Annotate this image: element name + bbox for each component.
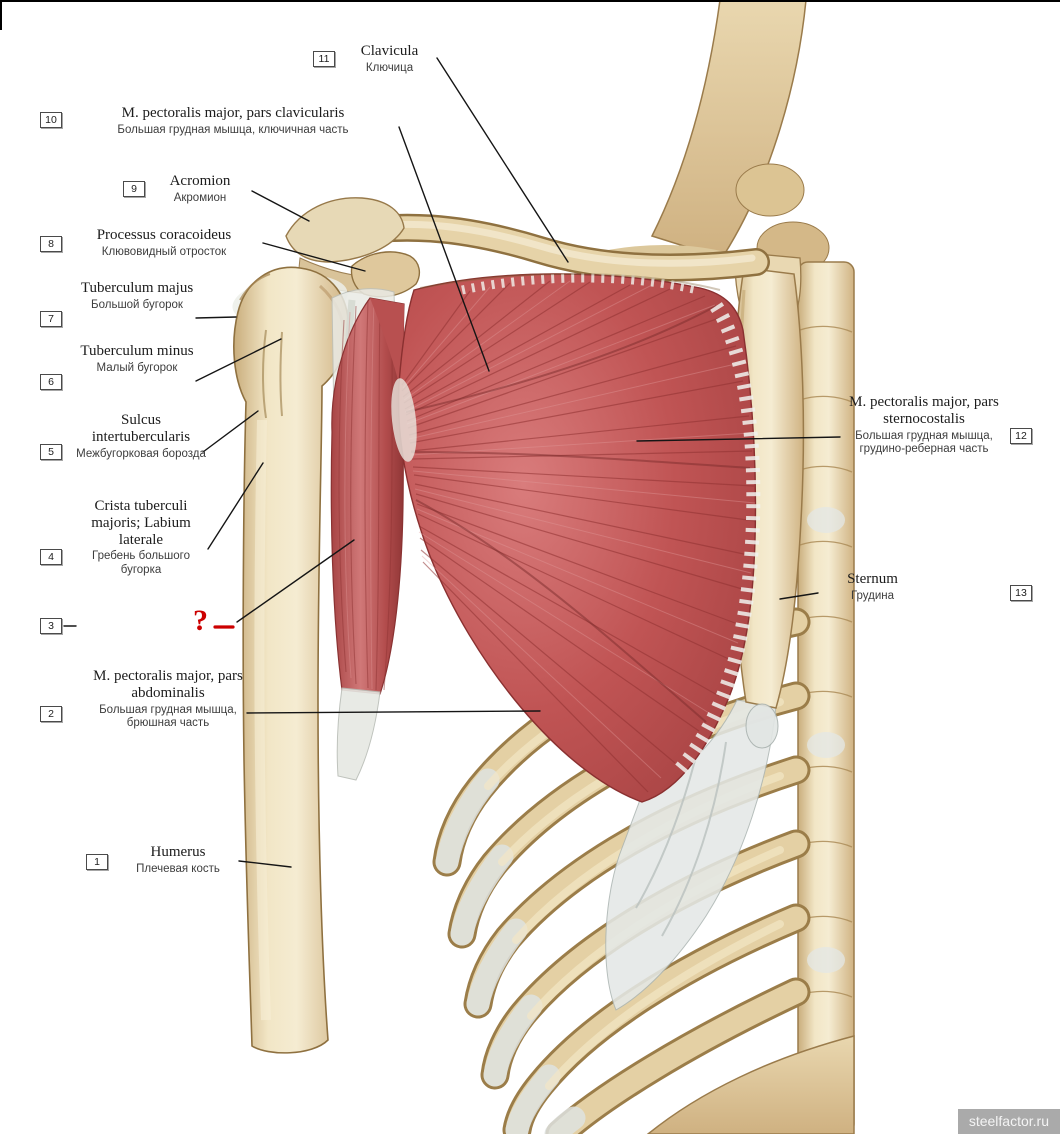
watermark: steelfactor.ru bbox=[957, 1109, 1060, 1134]
label-1-number-box: 1 bbox=[86, 854, 108, 870]
upper-thorax-bones bbox=[588, 0, 830, 275]
label-acromion: Acromion Акромион bbox=[146, 173, 254, 205]
label-russian: Большая грудная мышца, грудино-реберная … bbox=[855, 429, 993, 456]
label-12-number-box: 12 bbox=[1010, 428, 1032, 444]
label-11-number-box: 11 bbox=[313, 51, 335, 67]
humerus-bone bbox=[233, 266, 349, 1054]
label-pars-clavicularis: M. pectoralis major, pars clavicularis Б… bbox=[64, 105, 402, 137]
label-russian: Грудина bbox=[850, 589, 895, 602]
label-6-number-box: 6 bbox=[40, 374, 62, 390]
label-5-number-box: 5 bbox=[40, 444, 62, 460]
label-latin: Clavicula bbox=[360, 43, 419, 59]
label-latin: M. pectoralis major, pars clavicularis bbox=[121, 105, 345, 121]
label-pars-abdominalis: M. pectoralis major, pars abdominalis Бо… bbox=[88, 668, 248, 731]
sternum-bone bbox=[731, 251, 805, 749]
quiz-question-mark: ? bbox=[193, 604, 208, 637]
left-border-line bbox=[0, 0, 2, 30]
clavicle-bone bbox=[302, 213, 770, 282]
lower-ribs bbox=[432, 607, 811, 1134]
label-7-number-box: 7 bbox=[40, 311, 62, 327]
label-2-number-box: 2 bbox=[40, 706, 62, 722]
label-10-number-box: 10 bbox=[40, 112, 62, 128]
label-russian: Большая грудная мышца, брюшная часть bbox=[99, 703, 237, 730]
pectoralis-major-muscle bbox=[370, 273, 761, 803]
label-latin: Crista tuberculi majoris; Labium lateral… bbox=[91, 498, 191, 548]
label-pars-sternocostalis: M. pectoralis major, pars sternocostalis… bbox=[842, 394, 1006, 457]
label-tuberculum-majus: Tuberculum majus Большой бугорок bbox=[78, 280, 196, 312]
unlabeled-arm-muscle bbox=[330, 297, 405, 781]
label-russian: Большая грудная мышца, ключичная часть bbox=[117, 123, 349, 136]
label-russian: Акромион bbox=[173, 191, 227, 204]
label-humerus: Humerus Плечевая кость bbox=[118, 844, 238, 876]
label-russian: Плечевая кость bbox=[136, 862, 220, 875]
label-russian: Гребень большого бугорка bbox=[91, 550, 191, 576]
label-latin: Processus coracoideus bbox=[96, 227, 232, 243]
right-rib-strip bbox=[646, 261, 855, 1134]
biceps-tendon-area bbox=[331, 288, 399, 431]
top-border-line bbox=[0, 0, 1060, 2]
label-russian: Малый бугорок bbox=[96, 361, 178, 374]
label-latin: Tuberculum minus bbox=[80, 343, 194, 359]
label-9-number-box: 9 bbox=[123, 181, 145, 197]
label-russian: Ключица bbox=[365, 61, 414, 74]
label-sulcus-intertubercularis: Sulcus intertubercularis Межбугорковая б… bbox=[72, 412, 210, 461]
label-sternum: Sternum Грудина bbox=[820, 571, 925, 603]
label-latin: M. pectoralis major, pars sternocostalis bbox=[849, 394, 999, 427]
label-russian: Клювовидный отросток bbox=[101, 245, 227, 258]
label-processus-coracoideus: Processus coracoideus Клювовидный отрост… bbox=[64, 227, 264, 259]
label-clavicula: Clavicula Ключица bbox=[342, 43, 437, 75]
label-latin: M. pectoralis major, pars abdominalis bbox=[93, 668, 243, 701]
label-crista-tuberculi: Crista tuberculi majoris; Labium lateral… bbox=[72, 498, 210, 578]
label-13-number-box: 13 bbox=[1010, 585, 1032, 601]
scapula-bones bbox=[285, 197, 421, 298]
label-tuberculum-minus: Tuberculum minus Малый бугорок bbox=[78, 343, 196, 375]
label-4-number-box: 4 bbox=[40, 549, 62, 565]
costal-cartilage bbox=[605, 699, 777, 1011]
label-latin: Humerus bbox=[150, 844, 206, 860]
label-3-number-box: 3 bbox=[40, 618, 62, 634]
label-latin: Sternum bbox=[847, 571, 898, 587]
label-latin: Sulcus intertubercularis bbox=[91, 412, 191, 445]
label-russian: Межбугорковая борозда bbox=[76, 447, 206, 460]
label-latin: Tuberculum majus bbox=[80, 280, 194, 296]
label-russian: Большой бугорок bbox=[91, 298, 183, 311]
label-8-number-box: 8 bbox=[40, 236, 62, 252]
joint-capsule bbox=[232, 274, 348, 326]
label-latin: Acromion bbox=[169, 173, 231, 189]
